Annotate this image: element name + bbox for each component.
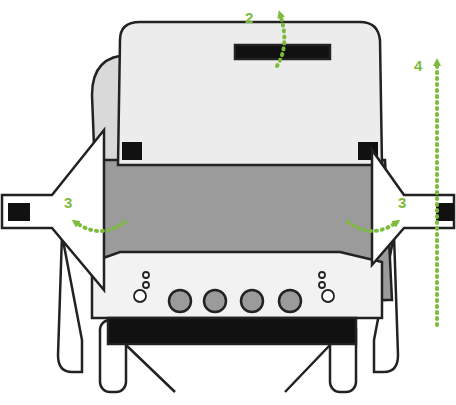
- canopy-flap-part: [122, 142, 142, 160]
- wheels: [58, 235, 398, 392]
- callout-number: 3: [398, 195, 406, 210]
- motion-arrows-part: [348, 222, 397, 231]
- motion-arrows: [75, 14, 437, 325]
- callout-number: 2: [245, 10, 253, 25]
- callout-number: 3: [64, 195, 72, 210]
- motion-arrows-part: [277, 14, 284, 66]
- motion-arrows-part: [435, 62, 439, 325]
- tray-part: [92, 252, 382, 318]
- side-pointers-part: [2, 130, 104, 290]
- tray-part-part: [143, 272, 149, 278]
- tray: [92, 252, 382, 344]
- tray-part-part: [204, 290, 226, 312]
- canopy-flap: [118, 22, 382, 165]
- tray-part: [108, 318, 356, 344]
- canopy-flap-part: [118, 22, 382, 165]
- tray-part-part: [319, 282, 325, 288]
- callout-number: 4: [414, 58, 422, 73]
- tray-part-part: [279, 290, 301, 312]
- tray-part-part: [241, 290, 263, 312]
- tray-part: [169, 290, 301, 312]
- side-pointers: [2, 130, 454, 290]
- side-pointers-part: [372, 150, 454, 265]
- tray-part-part: [319, 272, 325, 278]
- tray-part: [134, 272, 334, 302]
- motion-arrows-part: [75, 222, 125, 231]
- tray-part-part: [134, 290, 146, 302]
- side-pointers-part: [8, 203, 30, 221]
- tray-part-part: [169, 290, 191, 312]
- wheels-part: [126, 345, 330, 392]
- tray-part-part: [322, 290, 334, 302]
- tray-part-part: [143, 282, 149, 288]
